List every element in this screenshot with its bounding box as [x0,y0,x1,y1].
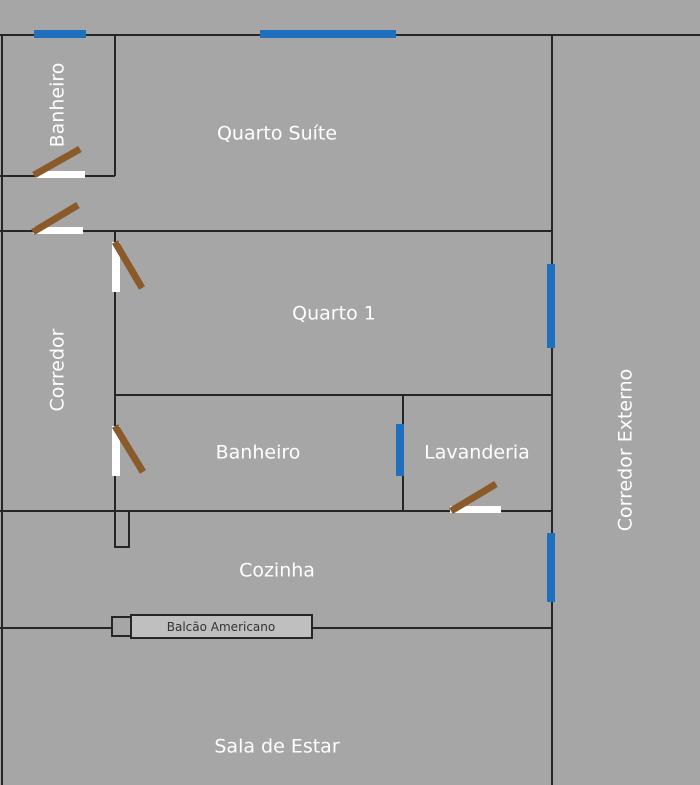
door-sill-banheiro [112,426,120,476]
door-sill-quarto-1 [112,242,120,292]
door-sill-suite [33,227,83,234]
door-banheiro [112,424,146,474]
door-suite [31,201,80,236]
room-label-corredor-externo: Corredor Externo [614,368,637,532]
door-sill-lavanderia [450,506,501,513]
door-quarto-1 [111,240,146,290]
windows [34,30,555,602]
pillar-kitchen [114,510,130,548]
room-label-quarto-1: Quarto 1 [292,302,376,325]
door-suite-bath [32,145,82,179]
room-label-corredor: Corredor [46,328,69,412]
door-sill-suite-bath [35,171,85,178]
walls [0,34,700,785]
door-leaves [31,145,498,515]
door-lavanderia [449,480,498,515]
room-label-sala-de-estar: Sala de Estar [214,735,340,758]
counter-label: Balcão Americano [166,620,276,634]
door-sills [33,171,501,513]
pillar-counter [111,616,132,637]
room-label-lavanderia: Lavanderia [424,441,530,464]
room-label-banheiro: Banheiro [215,441,301,464]
room-label-quarto-suite: Quarto Suíte [216,122,338,145]
room-label-cozinha: Cozinha [239,559,315,582]
balcao-americano-shape [130,614,313,639]
room-label-banheiro-suite: Banheiro [46,62,69,148]
